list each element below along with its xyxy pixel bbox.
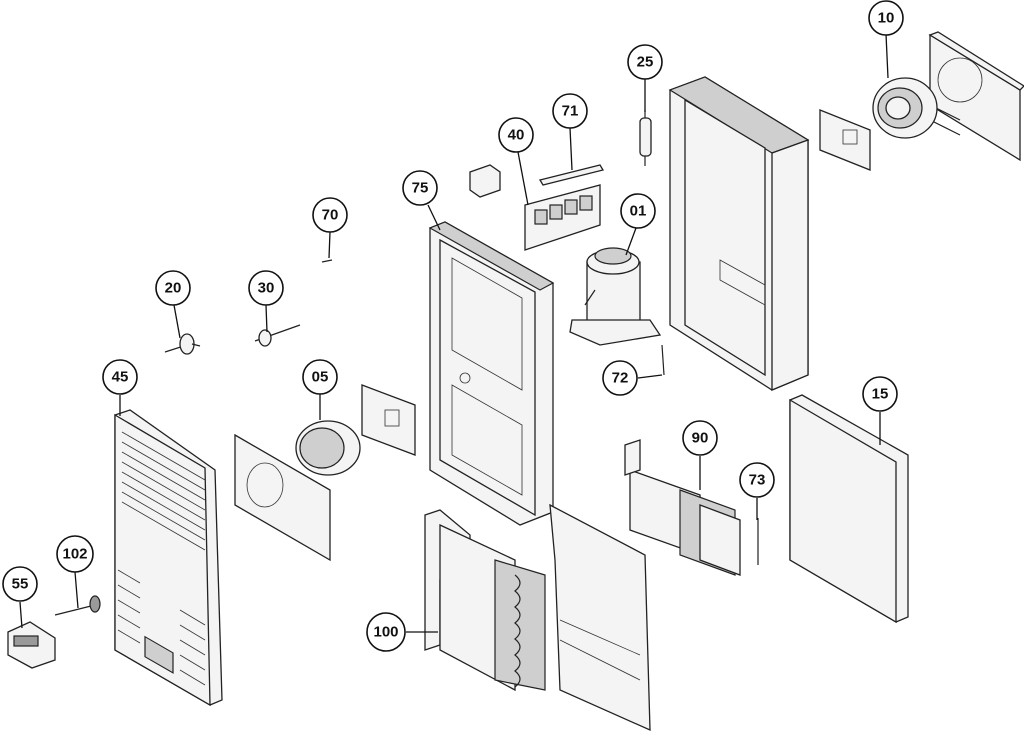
housing-enclosure	[668, 76, 810, 391]
part-100-condenser-assembly	[424, 503, 651, 732]
part-102-spindle	[54, 595, 101, 616]
callout-label: 20	[165, 280, 182, 297]
callout-75: 75	[402, 170, 438, 206]
callout-71: 71	[552, 93, 588, 129]
part-70-pin	[321, 259, 333, 263]
part-10-fan-assembly	[819, 31, 1024, 171]
callout-label: 01	[630, 203, 647, 220]
callout-72: 72	[602, 360, 638, 396]
callout-label: 10	[878, 10, 895, 27]
part-15-side-panel	[789, 394, 909, 624]
callout-102: 102	[56, 535, 94, 573]
callout-55: 55	[2, 566, 38, 602]
louvers-lower	[117, 569, 206, 686]
callout-label: 40	[508, 127, 525, 144]
callout-label: 30	[258, 280, 275, 297]
part-75-front-frame	[428, 221, 555, 526]
callout-15: 15	[862, 376, 898, 412]
callout-05: 05	[302, 359, 338, 395]
callout-73: 73	[739, 462, 775, 498]
part-40-control-board	[469, 164, 601, 251]
part-05-fan-ring	[234, 384, 416, 562]
part-30-valve	[254, 324, 301, 347]
part-25-filter-drier	[639, 110, 652, 166]
callout-label: 72	[612, 370, 629, 387]
callout-label: 70	[322, 207, 339, 224]
louvers-upper	[121, 431, 206, 551]
callout-label: 15	[872, 386, 889, 403]
callout-label: 102	[62, 546, 87, 563]
callout-100: 100	[366, 612, 406, 652]
callout-90: 90	[682, 420, 718, 456]
callout-label: 73	[749, 472, 766, 489]
leader-lines	[19, 33, 889, 633]
part-90-evaporator-coil	[624, 439, 741, 576]
part-71-terminal-strip	[538, 164, 605, 186]
callout-label: 90	[692, 430, 709, 447]
callout-45: 45	[102, 359, 138, 395]
callout-label: 45	[112, 369, 129, 386]
callout-label: 55	[12, 576, 29, 593]
callout-label: 75	[412, 180, 429, 197]
callout-70: 70	[312, 197, 348, 233]
callout-20: 20	[155, 270, 191, 306]
part-01-compressor	[569, 247, 662, 346]
part-72-sensor	[661, 344, 665, 376]
part-45-front-cover	[114, 409, 223, 707]
callout-label: 25	[637, 54, 654, 71]
callout-label: 05	[312, 369, 329, 386]
callout-01: 01	[620, 193, 656, 229]
callout-10: 10	[868, 0, 904, 36]
part-55-controller	[7, 621, 56, 669]
callout-40: 40	[498, 117, 534, 153]
callout-label: 100	[373, 624, 398, 641]
callout-30: 30	[248, 270, 284, 306]
callout-25: 25	[627, 44, 663, 80]
callout-label: 71	[562, 103, 579, 120]
part-20-knob	[164, 333, 201, 355]
